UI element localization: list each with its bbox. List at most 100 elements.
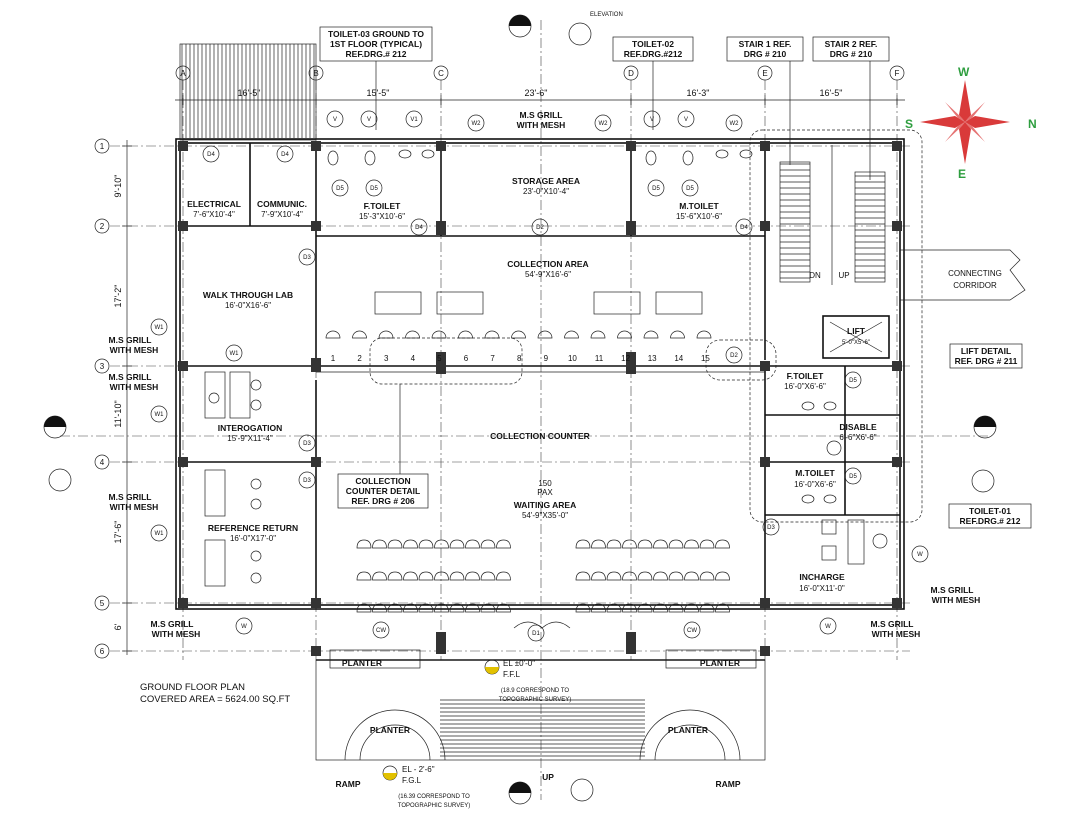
svg-text:D3: D3 [303, 478, 311, 484]
grid-row-label: 5 [100, 599, 105, 608]
room-size: 16'-0"X16'-6" [225, 301, 271, 310]
callout-text: REF. DRG # 206 [351, 496, 415, 506]
window-tag: V [643, 110, 661, 128]
window-tag: V [326, 110, 344, 128]
door-tag: D5 [365, 179, 383, 197]
grid-col-label: E [762, 69, 767, 78]
door-tag: D3 [298, 471, 316, 489]
callout-text: REF.DRG.#212 [624, 49, 683, 59]
svg-text:W: W [241, 624, 247, 630]
door-tag: D5 [681, 179, 699, 197]
door-tag: D1 [527, 624, 545, 642]
svg-text:D4: D4 [207, 152, 215, 158]
dimension-label: 16'-5" [238, 88, 261, 98]
plan-title-text: GROUND FLOOR PLAN [140, 682, 245, 693]
svg-text:W1: W1 [155, 531, 165, 537]
door-tag: D5 [647, 179, 665, 197]
callout-text: DRG # 210 [744, 49, 787, 59]
grid-row-label: 3 [100, 362, 105, 371]
svg-text:M.S GRILL: M.S GRILL [931, 585, 974, 595]
window-tag: W1 [225, 344, 243, 362]
svg-text:V1: V1 [410, 117, 418, 123]
up-label: UP [542, 772, 554, 782]
window-tags: V V V1 W2 W2 V V W2 W1 W1 W1 W1 W W W CW… [150, 110, 929, 639]
svg-text:M.S GRILL: M.S GRILL [109, 372, 152, 382]
svg-text:D2: D2 [536, 225, 544, 231]
callout-text: LIFT DETAIL [961, 346, 1011, 356]
counter-number: 2 [357, 354, 362, 363]
covered-area-text: COVERED AREA = 5624.00 SQ.FT [140, 694, 290, 705]
door-tag: D5 [844, 371, 862, 389]
counter-number: 3 [384, 354, 389, 363]
callout-text: STAIR 2 REF. [825, 39, 878, 49]
svg-text:W2: W2 [730, 121, 740, 127]
level-text: F.G.L [402, 776, 422, 785]
planter-label: PLANTER [342, 658, 382, 668]
door-tag: D4 [202, 145, 220, 163]
svg-text:D4: D4 [281, 152, 289, 158]
left-dimensions: 9'-10" 17'-2" 11'-10" 17'-6" 6' [113, 140, 132, 655]
ramp-label: RAMP [715, 779, 740, 789]
svg-text:CW: CW [376, 628, 386, 634]
grid-row-label: 4 [100, 458, 105, 467]
svg-text:M.S GRILL: M.S GRILL [520, 110, 563, 120]
counter-number: 4 [411, 354, 416, 363]
revision-clouds [369, 129, 923, 523]
svg-text:M.S GRILL: M.S GRILL [871, 619, 914, 629]
waiting-capacity-unit: PAX [537, 488, 553, 497]
callout-text: STAIR 1 REF. [739, 39, 792, 49]
top-dimensions: 16'-5" 15'-5" 23'-6" 16'-3" 16'-5" [175, 88, 905, 105]
room-name-reference-return: REFERENCE RETURN [208, 523, 298, 533]
svg-text:D5: D5 [849, 474, 857, 480]
grid-row-label: 6 [100, 647, 105, 656]
lift-size: 5'-0"X5'-6" [842, 340, 870, 346]
compass-s: S [905, 117, 913, 131]
dimension-label: 11'-10" [113, 400, 123, 427]
room-name-f-toilet: F.TOILET [787, 371, 824, 381]
dimension-label: 6' [113, 623, 123, 630]
svg-text:M.S GRILL: M.S GRILL [151, 619, 194, 629]
corridor-label: CONNECTING [948, 269, 1002, 278]
svg-text:D5: D5 [849, 378, 857, 384]
grid-row-label: 2 [100, 222, 105, 231]
svg-text:D5: D5 [370, 186, 378, 192]
door-tag: D2 [725, 346, 743, 364]
callout-text: REF.DRG.# 212 [346, 49, 407, 59]
toilet-fixtures [327, 149, 842, 504]
office-furniture [204, 371, 888, 587]
level-text: EL - 2'-6" [402, 765, 435, 774]
room-size: 23'-0"X10'-4" [523, 187, 569, 196]
counter-number: 14 [674, 354, 683, 363]
door-tag: D5 [844, 467, 862, 485]
svg-text:D3: D3 [303, 441, 311, 447]
svg-text:W2: W2 [472, 121, 482, 127]
callout-text: COLLECTION [355, 476, 410, 486]
svg-text:WITH MESH: WITH MESH [110, 382, 159, 392]
dimension-label: 17'-2" [113, 285, 123, 308]
room-name-m-toilet: M.TOILET [679, 201, 719, 211]
room-name-interogation: INTEROGATION [218, 423, 283, 433]
room-name-waiting-area: WAITING AREA [514, 500, 577, 510]
window-tag: W2 [725, 114, 743, 132]
svg-text:D4: D4 [740, 225, 748, 231]
level-text: EL ±0'-0" [503, 659, 535, 668]
window-tag: W [235, 617, 253, 635]
counter-number: 11 [595, 354, 604, 363]
level-note: TOPOGRAPHIC SURVEY) [499, 697, 571, 703]
svg-text:D3: D3 [767, 525, 775, 531]
grid-col-label: C [438, 69, 444, 78]
svg-text:V: V [650, 117, 654, 123]
svg-text:D4: D4 [415, 225, 423, 231]
entrance-planters: PLANTER PLANTER PLANTER PLANTER RAMP RAM… [315, 621, 766, 789]
callout-text: REF. DRG # 211 [955, 356, 1018, 366]
callout-text: DRG # 210 [830, 49, 873, 59]
svg-text:V: V [367, 117, 371, 123]
room-size: 16'-0"X17'-0" [230, 534, 276, 543]
room-size: 7'-9"X10'-4" [261, 210, 303, 219]
room-size: 16'-0"X6'-6" [794, 480, 836, 489]
window-tag: CW [372, 621, 390, 639]
window-tag: CW [683, 621, 701, 639]
svg-text:V: V [684, 117, 688, 123]
